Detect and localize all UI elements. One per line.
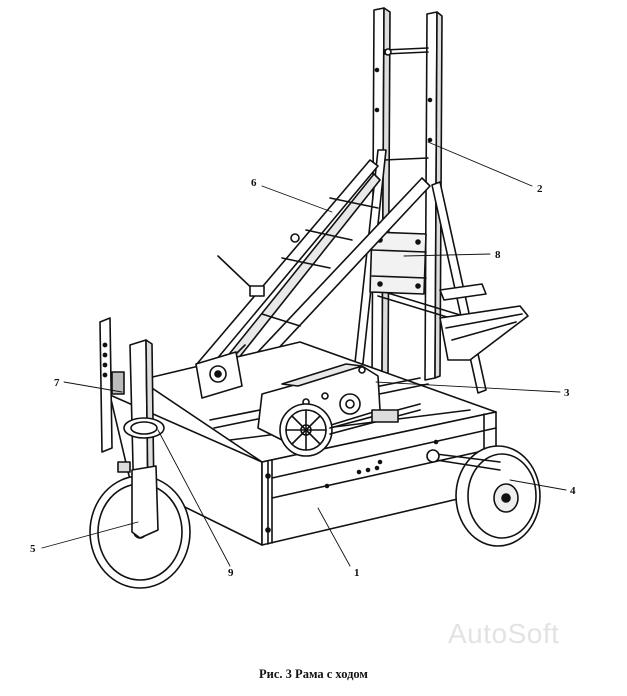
callout-4: 4 — [570, 485, 576, 497]
callout-7: 7 — [54, 377, 60, 389]
figure-caption: Рис. 3 Рама с ходом — [259, 667, 368, 681]
callout-labels: 1 2 3 4 5 6 7 8 9 — [30, 177, 576, 579]
callout-5: 5 — [30, 543, 36, 555]
callout-3: 3 — [564, 387, 570, 399]
callout-9: 9 — [228, 567, 234, 579]
leader-lines — [41, 141, 567, 567]
inclined-guide — [195, 159, 431, 399]
turntable-ring — [123, 417, 165, 439]
motor-mount — [195, 351, 243, 399]
callout-2: 2 — [537, 183, 543, 195]
rear-ramp — [439, 283, 529, 361]
callout-6: 6 — [251, 177, 257, 189]
rear-wheel — [426, 445, 541, 547]
front-caster-wheel — [89, 461, 191, 589]
callout-1: 1 — [354, 567, 360, 579]
callout-8: 8 — [495, 249, 501, 261]
mast-bracket-plate — [369, 231, 427, 295]
drive-housing — [257, 363, 421, 457]
watermark: AutoSoft — [448, 618, 560, 649]
